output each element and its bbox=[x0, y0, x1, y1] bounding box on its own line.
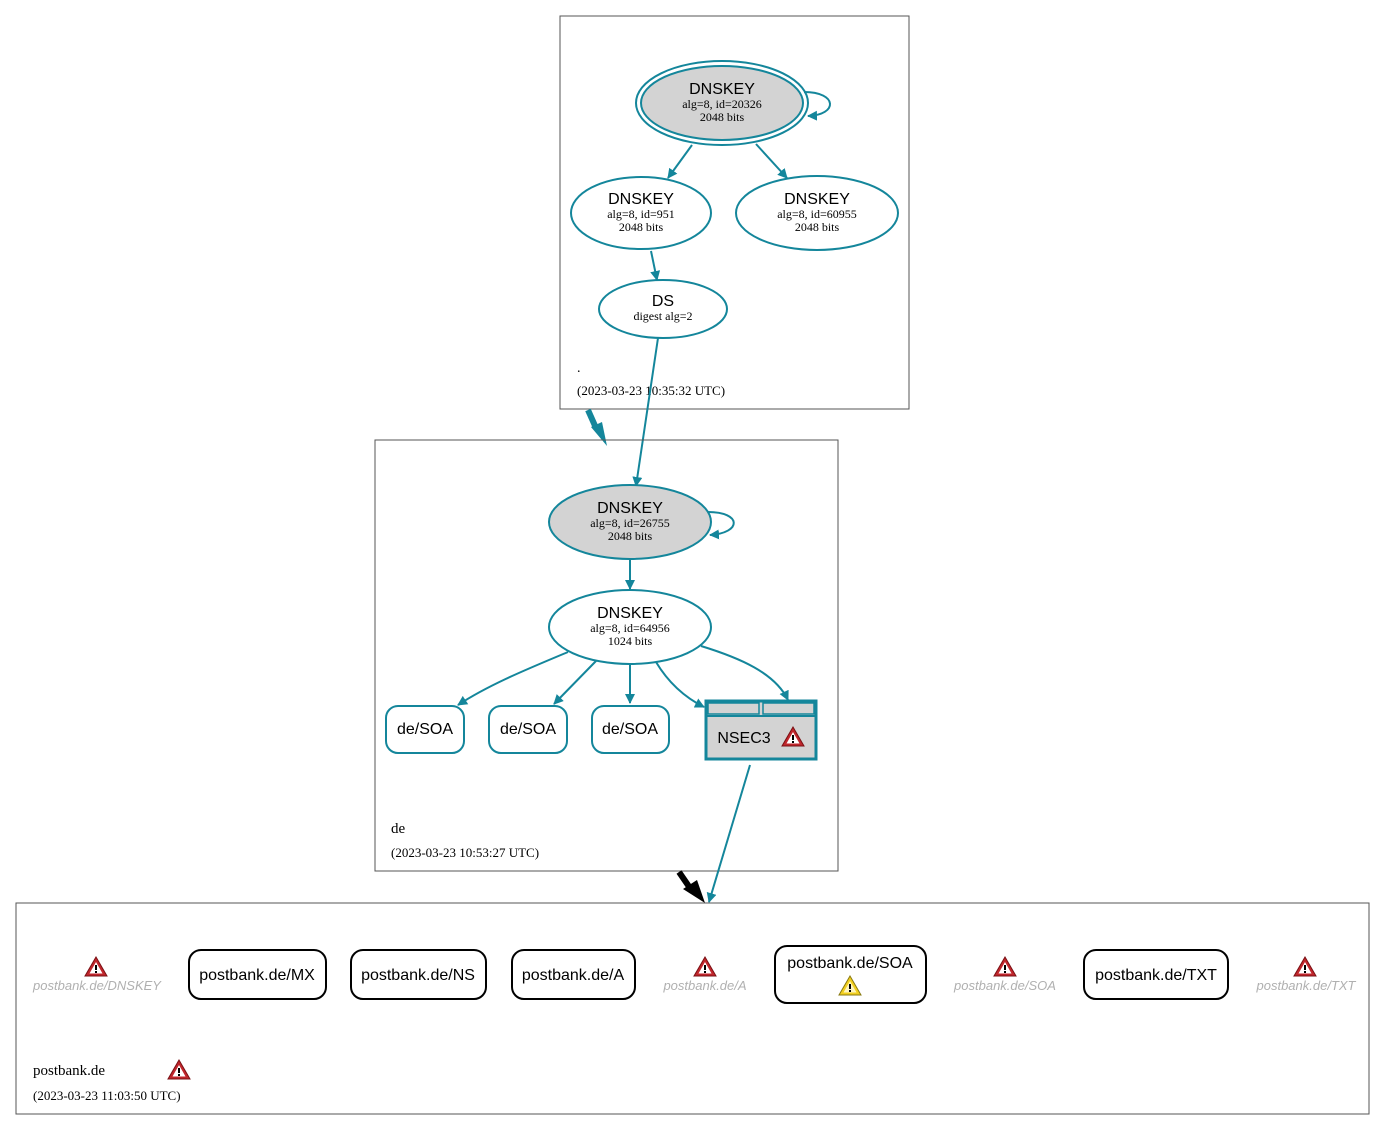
postbank-txt-node[interactable]: postbank.de/TXT bbox=[1083, 949, 1229, 1000]
de-zsk-line2: 1024 bits bbox=[608, 634, 653, 648]
root-ksk-line1: alg=8, id=20326 bbox=[682, 97, 762, 111]
de-ksk-self-edge bbox=[707, 511, 735, 540]
root-ds-title: DS bbox=[652, 293, 674, 310]
postbank-a-missing[interactable]: postbank.de/A bbox=[662, 956, 747, 993]
postbank-txt-missing[interactable]: postbank.de/TXT bbox=[1256, 956, 1357, 993]
txt-label: postbank.de/TXT bbox=[1095, 967, 1217, 984]
mx-label: postbank.de/MX bbox=[199, 967, 315, 984]
zone-postbank-box bbox=[15, 902, 1370, 1115]
a-missing-label: postbank.de/A bbox=[662, 978, 746, 993]
root-zone-name: . bbox=[577, 361, 581, 376]
postbank-soa-missing[interactable]: postbank.de/SOA bbox=[953, 956, 1056, 993]
root-zsk2-line2: 2048 bits bbox=[795, 220, 840, 234]
zone-de-box bbox=[374, 439, 839, 872]
de-zsk-line1: alg=8, id=64956 bbox=[590, 621, 670, 635]
soa-missing-label: postbank.de/SOA bbox=[953, 978, 1056, 993]
edge-de-zsk-to-soa2 bbox=[553, 660, 597, 705]
postbank-zone-name: postbank.de bbox=[33, 1063, 105, 1079]
de-soa-label-3: de/SOA bbox=[602, 721, 658, 738]
root-ksk-self-edge bbox=[803, 91, 831, 121]
edge-de-zsk-to-nsec3-a bbox=[655, 661, 705, 708]
de-dnskey-zsk-node[interactable]: DNSKEY alg=8, id=64956 1024 bits bbox=[548, 589, 712, 665]
root-dnskey-ksk-node[interactable]: DNSKEY alg=8, id=20326 2048 bits bbox=[635, 60, 809, 146]
root-zsk2-line1: alg=8, id=60955 bbox=[777, 207, 857, 221]
postbank-zone-error-icon bbox=[167, 1059, 191, 1080]
edge-root-ksk-to-zsk2 bbox=[755, 143, 788, 179]
de-ksk-line1: alg=8, id=26755 bbox=[590, 516, 670, 530]
ns-label: postbank.de/NS bbox=[361, 967, 475, 984]
nsec3-label: NSEC3 bbox=[717, 730, 770, 747]
de-nsec3-node[interactable]: NSEC3 bbox=[704, 699, 818, 761]
de-soa-label-2: de/SOA bbox=[500, 721, 556, 738]
edge-de-zsk-to-nsec3-b bbox=[700, 645, 789, 701]
dnskey-missing-error-icon bbox=[84, 956, 108, 977]
edge-root-zsk1-to-ds bbox=[650, 250, 661, 281]
de-ksk-title: DNSKEY bbox=[597, 500, 663, 517]
root-zsk1-title: DNSKEY bbox=[608, 191, 674, 208]
de-zone-timestamp: (2023-03-23 10:53:27 UTC) bbox=[391, 845, 539, 860]
txt-missing-error-icon bbox=[1293, 956, 1317, 977]
postbank-mx-node[interactable]: postbank.de/MX bbox=[188, 949, 327, 1000]
root-zsk1-line2: 2048 bits bbox=[619, 220, 664, 234]
soa-label: postbank.de/SOA bbox=[787, 955, 913, 972]
de-soa-label-1: de/SOA bbox=[397, 721, 453, 738]
edge-root-ksk-to-zsk1 bbox=[667, 144, 693, 179]
root-ksk-line2: 2048 bits bbox=[700, 110, 745, 124]
postbank-ns-node[interactable]: postbank.de/NS bbox=[350, 949, 487, 1000]
postbank-a-node[interactable]: postbank.de/A bbox=[511, 949, 636, 1000]
root-ds-node[interactable]: DS digest alg=2 bbox=[598, 279, 728, 339]
root-zsk2-title: DNSKEY bbox=[784, 191, 850, 208]
root-ksk-title: DNSKEY bbox=[689, 81, 755, 98]
de-zsk-title: DNSKEY bbox=[597, 605, 663, 622]
edge-de-zsk-to-soa1 bbox=[457, 651, 569, 706]
a-missing-error-icon bbox=[693, 956, 717, 977]
root-dnskey-zsk1-node[interactable]: DNSKEY alg=8, id=951 2048 bits bbox=[570, 176, 712, 250]
de-ksk-line2: 2048 bits bbox=[608, 529, 653, 543]
edge-nsec3-to-postbank bbox=[706, 764, 751, 903]
de-dnskey-ksk-node[interactable]: DNSKEY alg=8, id=26755 2048 bits bbox=[548, 484, 712, 560]
postbank-zone-timestamp: (2023-03-23 11:03:50 UTC) bbox=[33, 1088, 181, 1103]
postbank-soa-node[interactable]: postbank.de/SOA bbox=[774, 945, 927, 1004]
de-soa-node-2[interactable]: de/SOA bbox=[488, 705, 568, 754]
root-zsk1-line1: alg=8, id=951 bbox=[607, 207, 675, 221]
postbank-dnskey-missing[interactable]: postbank.de/DNSKEY bbox=[32, 956, 162, 993]
a-label: postbank.de/A bbox=[522, 967, 625, 984]
delegation-de-to-postbank bbox=[676, 870, 693, 890]
de-soa-node-3[interactable]: de/SOA bbox=[591, 705, 670, 754]
de-soa-node-1[interactable]: de/SOA bbox=[385, 705, 465, 754]
soa-missing-error-icon bbox=[993, 956, 1017, 977]
root-dnskey-zsk2-node[interactable]: DNSKEY alg=8, id=60955 2048 bits bbox=[735, 175, 899, 251]
de-zone-name: de bbox=[391, 821, 406, 837]
edge-ds-to-de-ksk bbox=[632, 337, 659, 487]
root-ds-line1: digest alg=2 bbox=[633, 309, 692, 323]
zone-root-box bbox=[559, 15, 910, 410]
delegation-root-to-de bbox=[585, 408, 599, 430]
txt-missing-label: postbank.de/TXT bbox=[1256, 978, 1357, 993]
dnskey-missing-label: postbank.de/DNSKEY bbox=[32, 978, 162, 993]
